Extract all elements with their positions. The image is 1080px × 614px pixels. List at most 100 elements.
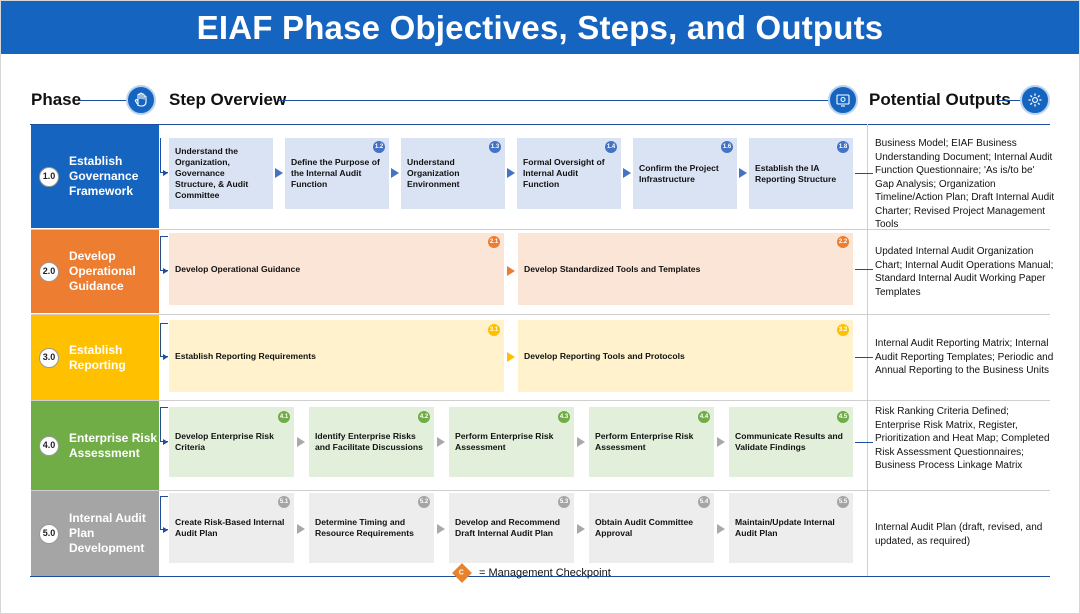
step-2-2: Develop Standardized Tools and Templates	[518, 233, 853, 305]
phase-band-3: 3.0 Establish Reporting	[31, 315, 159, 400]
outputs-phase-4: Risk Ranking Criteria Defined; Enterpris…	[875, 406, 1050, 471]
phase-4-connector	[160, 407, 168, 442]
step-badge: 5.2	[418, 496, 430, 508]
legend: C = Management Checkpoint	[451, 563, 611, 583]
step-badge: 1.8	[837, 141, 849, 153]
flow-arrow	[739, 168, 747, 178]
phase-1-connector	[160, 138, 168, 173]
phase-number: 3.0	[39, 347, 59, 368]
flow-arrow	[507, 168, 515, 178]
flow-arrow	[297, 437, 305, 447]
step-badge: 5.4	[698, 496, 710, 508]
flow-arrow	[717, 524, 725, 534]
step-badge: 1.3	[489, 141, 501, 153]
phase-name: Internal Audit Plan Development	[69, 511, 146, 555]
legend-symbol: C	[459, 569, 465, 577]
step-4-1: Develop Enterprise Risk Criteria	[169, 407, 294, 477]
phase-header-line	[80, 100, 126, 101]
gear-icon	[1020, 85, 1050, 115]
flow-arrow	[297, 524, 305, 534]
step-label: Identify Enterprise Risks and Facilitate…	[315, 431, 423, 452]
step-label: Establish the IA Reporting Structure	[755, 162, 837, 184]
phase-2-connector	[160, 236, 168, 271]
step-badge: 5.3	[558, 496, 570, 508]
legend-label: = Management Checkpoint	[479, 567, 611, 579]
step-badge: 3.2	[837, 324, 849, 336]
phase-header: Phase	[31, 90, 82, 109]
row-separator	[31, 490, 1050, 491]
phase-name: Establish Reporting	[69, 342, 126, 372]
outputs-phase-2: Updated Internal Audit Organization Char…	[875, 246, 1054, 298]
gear-screen-icon	[828, 85, 858, 115]
flow-arrow	[437, 524, 445, 534]
flow-arrow	[275, 168, 283, 178]
step-1-5: Confirm the Project Infrastructure	[633, 138, 737, 209]
step-4-4: Perform Enterprise Risk Assessment	[589, 407, 714, 477]
step-badge: 1.6	[721, 141, 733, 153]
step-label: Determine Timing and Resource Requiremen…	[315, 517, 414, 538]
phase-3-connector	[160, 323, 168, 357]
step-badge: 5.1	[278, 496, 290, 508]
potential-outputs-header: Potential Outputs	[869, 90, 1011, 109]
step-5-2: Determine Timing and Resource Requiremen…	[309, 493, 434, 563]
output-connector	[855, 442, 873, 443]
step-1-6: Establish the IA Reporting Structure	[749, 138, 853, 209]
step-badge: 4.1	[278, 411, 290, 423]
step-5-4: Obtain Audit Committee Approval	[589, 493, 714, 563]
step-badge: 1.2	[373, 141, 385, 153]
table-top-rule	[30, 124, 1050, 125]
phase-5-connector	[160, 496, 168, 530]
page-title: EIAF Phase Objectives, Steps, and Output…	[196, 8, 884, 46]
output-connector	[855, 173, 873, 174]
phase-number: 1.0	[39, 166, 59, 187]
step-1-3: Understand Organization Environment	[401, 138, 505, 209]
step-label: Create Risk-Based Internal Audit Plan	[175, 517, 285, 538]
table-bottom-rule	[30, 576, 1050, 577]
outputs-header-line	[998, 100, 1020, 101]
step-5-3: Develop and Recommend Draft Internal Aud…	[449, 493, 574, 563]
step-3-1: Establish Reporting Requirements	[169, 320, 504, 392]
step-label: Understand Organization Environment	[407, 157, 460, 189]
step-badge: 2.2	[837, 236, 849, 248]
phase-number: 5.0	[39, 523, 59, 544]
flow-arrow	[577, 524, 585, 534]
step-label: Confirm the Project Infrastructure	[639, 162, 719, 184]
phase-number: 4.0	[39, 435, 59, 456]
title-banner: EIAF Phase Objectives, Steps, and Output…	[1, 1, 1079, 54]
step-label: Develop and Recommend Draft Internal Aud…	[455, 517, 561, 538]
outputs-phase-1: Business Model; EIAF Business Understand…	[875, 138, 1055, 230]
phase-band-1: 1.0 Establish Governance Framework	[31, 125, 159, 228]
step-2-1: Develop Operational Guidance	[169, 233, 504, 305]
step-label: Perform Enterprise Risk Assessment	[595, 431, 694, 452]
flow-arrow	[507, 266, 515, 276]
step-label: Maintain/Update Internal Audit Plan	[735, 517, 835, 538]
step-1-2: Define the Purpose of the Internal Audit…	[285, 138, 389, 209]
step-4-3: Perform Enterprise Risk Assessment	[449, 407, 574, 477]
phase-number: 2.0	[39, 261, 59, 282]
flow-arrow	[437, 437, 445, 447]
phase-name: Develop Operational Guidance	[69, 249, 136, 293]
phase-2-connector-arrow	[163, 268, 168, 274]
step-overview-header-line	[279, 100, 828, 101]
step-label: Perform Enterprise Risk Assessment	[455, 431, 554, 452]
step-badge: 4.5	[837, 411, 849, 423]
outputs-phase-3: Internal Audit Reporting Matrix; Interna…	[875, 338, 1054, 376]
outputs-divider	[867, 124, 868, 576]
outputs-phase-5: Internal Audit Plan (draft, revised, and…	[875, 522, 1043, 547]
phase-1-connector-arrow	[163, 170, 168, 176]
step-badge: 5.5	[837, 496, 849, 508]
step-label: Communicate Results and Validate Finding…	[735, 431, 843, 452]
row-separator	[31, 229, 1050, 230]
step-badge: 3.1	[488, 324, 500, 336]
phase-band-5: 5.0 Internal Audit Plan Development	[31, 491, 159, 576]
phase-3-connector-arrow	[163, 354, 168, 360]
step-5-1: Create Risk-Based Internal Audit Plan	[169, 493, 294, 563]
step-4-5: Communicate Results and Validate Finding…	[729, 407, 853, 477]
step-label: Develop Reporting Tools and Protocols	[524, 350, 685, 361]
flow-arrow	[391, 168, 399, 178]
step-badge: 4.4	[698, 411, 710, 423]
flow-arrow	[577, 437, 585, 447]
phase-5-connector-arrow	[163, 527, 168, 533]
phase-band-2: 2.0 Develop Operational Guidance	[31, 230, 159, 313]
step-label: Formal Oversight of Internal Audit Funct…	[523, 157, 605, 189]
